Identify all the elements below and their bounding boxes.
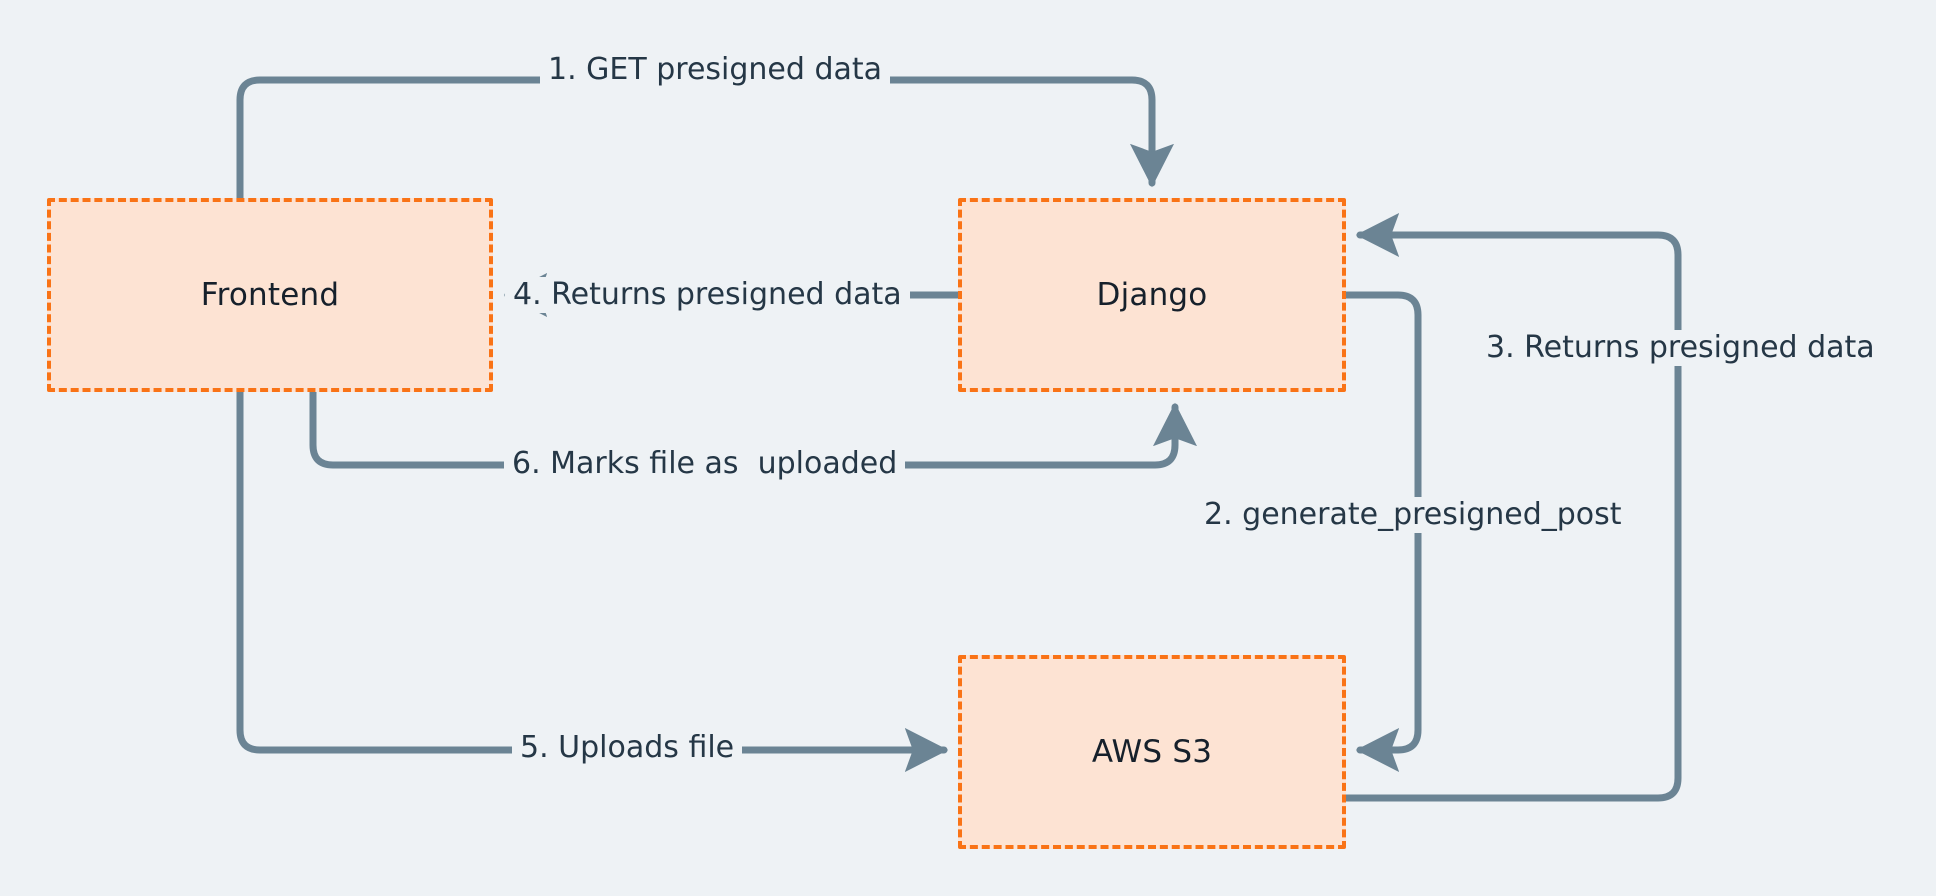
edge-label-3: 3. Returns presigned data bbox=[1478, 330, 1883, 366]
edge-label-2: 2. generate_presigned_post bbox=[1196, 497, 1630, 533]
node-django-label: Django bbox=[1096, 277, 1208, 313]
edge-5-path bbox=[236, 388, 949, 773]
node-django[interactable]: Django bbox=[958, 198, 1346, 392]
edge-1-path bbox=[236, 76, 1175, 202]
edge-label-5: 5. Uploads file bbox=[512, 730, 743, 766]
node-frontend-label: Frontend bbox=[200, 277, 340, 313]
node-aws-s3-label: AWS S3 bbox=[1091, 734, 1213, 770]
edge-3-path bbox=[1342, 212, 1682, 802]
edge-label-6: 6. Marks file as uploaded bbox=[504, 446, 906, 482]
edge-label-4: 4. Returns presigned data bbox=[505, 277, 910, 313]
node-frontend[interactable]: Frontend bbox=[47, 198, 493, 392]
edge-label-1: 1. GET presigned data bbox=[540, 52, 891, 88]
node-aws-s3[interactable]: AWS S3 bbox=[958, 655, 1346, 849]
